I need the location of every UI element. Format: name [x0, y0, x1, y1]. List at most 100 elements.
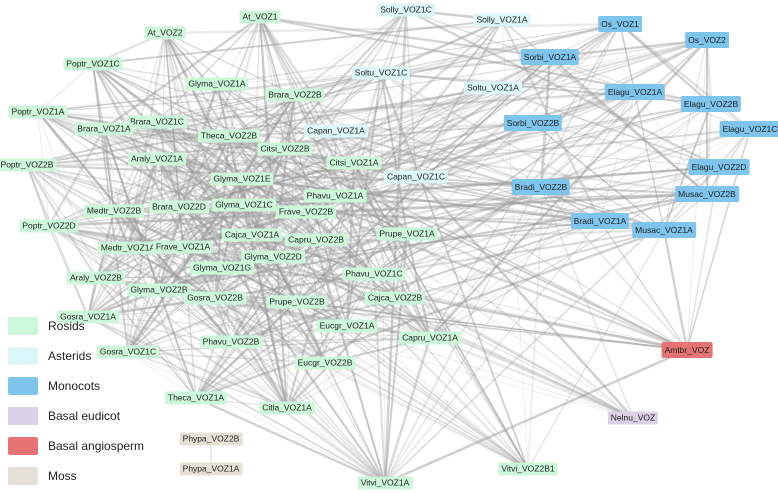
node-elagu-voz2d[interactable]: Elagu_VOZ2D — [688, 159, 750, 175]
node-citsi-voz1a[interactable]: Citsi_VOZ1A — [326, 156, 382, 170]
edge — [294, 9, 407, 96]
node-soltu-voz1a[interactable]: Soltu_VOZ1A — [464, 81, 522, 95]
node-nelnu-voz[interactable]: Nelnu_VOZ — [607, 411, 659, 425]
edge — [48, 135, 230, 227]
node-brara-voz1a[interactable]: Brara_VOZ1A — [74, 122, 134, 136]
edge — [294, 22, 621, 97]
node-medtr-voz1a[interactable]: Medtr_VOZ1A — [97, 241, 159, 255]
edge — [156, 158, 326, 364]
node-glyma-voz1g[interactable]: Glyma_VOZ1G — [189, 261, 255, 275]
edge — [103, 128, 542, 188]
edge — [353, 162, 431, 339]
edge — [127, 247, 216, 299]
node-bradi-voz1a[interactable]: Bradi_VOZ1A — [570, 213, 630, 229]
edge — [126, 158, 159, 249]
node-bradi-voz2b[interactable]: Bradi_VOZ2B — [511, 179, 571, 195]
node-glyma-voz2b[interactable]: Glyma_VOZ2B — [127, 283, 191, 297]
node-elagu-voz1c[interactable]: Elagu_VOZ1C — [719, 121, 778, 137]
node-glyma-voz2d[interactable]: Glyma_VOZ2D — [241, 250, 305, 264]
node-frave-voz2b[interactable]: Frave_VOZ2B — [275, 205, 337, 219]
node-gosra-voz1a[interactable]: Gosra_VOZ1A — [57, 310, 119, 324]
node-brara-voz2b[interactable]: Brara_VOZ2B — [265, 88, 325, 102]
node-phypa-voz1a[interactable]: Phypa_VOZ1A — [179, 462, 243, 476]
edge — [286, 337, 431, 409]
node-frave-voz1a[interactable]: Frave_VOZ1A — [152, 240, 214, 254]
node-solly-voz1a[interactable]: Solly_VOZ1A — [473, 13, 531, 27]
node-araly-voz2b[interactable]: Araly_VOZ2B — [67, 271, 125, 285]
node-araly-voz1a[interactable]: Araly_VOZ1A — [128, 152, 186, 166]
node-prupe-voz2b[interactable]: Prupe_VOZ2B — [266, 295, 328, 309]
edge — [26, 164, 298, 303]
legend-label: Basal eudicot — [48, 409, 121, 423]
edge — [286, 362, 326, 409]
node-theca-voz1a[interactable]: Theca_VOZ1A — [164, 391, 228, 405]
node-musac-voz1a[interactable]: Musac_VOZ1A — [632, 222, 696, 238]
node-citla-voz1a[interactable]: Citla_VOZ1A — [259, 401, 315, 415]
edge — [296, 301, 688, 351]
node-soltu-voz1c[interactable]: Soltu_VOZ1C — [351, 66, 411, 80]
node-medtr-voz2b[interactable]: Medtr_VOZ2B — [83, 204, 145, 218]
node-os-voz1[interactable]: Os_VOZ1 — [598, 16, 642, 32]
edge — [95, 276, 386, 485]
node-gosra-voz2b[interactable]: Gosra_VOZ2B — [184, 291, 246, 305]
node-gosra-voz1c[interactable]: Gosra_VOZ1C — [96, 345, 160, 359]
node-capru-voz2b[interactable]: Capru_VOZ2B — [285, 233, 347, 247]
edge — [286, 297, 396, 409]
edge — [37, 110, 286, 151]
edge — [415, 56, 551, 178]
node-citsi-voz2b[interactable]: Citsi_VOZ2B — [257, 142, 313, 156]
node-prupe-voz1a[interactable]: Prupe_VOZ1A — [376, 227, 438, 241]
node-amtbr-voz[interactable]: Amtbr_VOZ — [661, 342, 713, 358]
node-capan-voz1c[interactable]: Capan_VOZ1C — [383, 170, 449, 184]
node-elagu-voz2b[interactable]: Elagu_VOZ2B — [680, 96, 742, 112]
node-elagu-voz1a[interactable]: Elagu_VOZ1A — [604, 84, 666, 100]
node-phavu-voz1a[interactable]: Phavu_VOZ1A — [303, 189, 367, 203]
edge — [379, 72, 409, 235]
edge — [380, 72, 417, 178]
edge — [92, 19, 503, 65]
node-brara-voz2d[interactable]: Brara_VOZ2D — [149, 200, 209, 214]
node-sorbi-voz1a[interactable]: Sorbi_VOZ1A — [520, 49, 580, 65]
node-eucgr-voz2b[interactable]: Eucgr_VOZ2B — [294, 356, 356, 370]
edge — [335, 87, 494, 132]
node-poptr-voz1c[interactable]: Poptr_VOZ1C — [63, 57, 123, 71]
node-phavu-voz2b[interactable]: Phavu_VOZ2B — [199, 335, 263, 349]
node-glyma-voz1e[interactable]: Glyma_VOZ1E — [210, 172, 274, 186]
edge — [406, 128, 751, 235]
node-at-voz1[interactable]: At_VOZ1 — [239, 10, 281, 24]
node-solly-voz1c[interactable]: Solly_VOZ1C — [377, 3, 435, 17]
node-os-voz2[interactable]: Os_VOZ2 — [685, 32, 729, 48]
edge — [294, 94, 542, 188]
node-theca-voz2b[interactable]: Theca_VOZ2B — [197, 129, 261, 143]
node-glyma-voz1a[interactable]: Glyma_VOZ1A — [185, 77, 249, 91]
node-brara-voz1c[interactable]: Brara_VOZ1C — [127, 115, 187, 129]
edge — [296, 301, 326, 364]
node-vitvi-voz1a[interactable]: Vitvi_VOZ1A — [357, 476, 413, 490]
edge — [156, 16, 261, 123]
node-musac-voz2b[interactable]: Musac_VOZ2B — [675, 186, 739, 202]
node-capan-voz1a[interactable]: Capan_VOZ1A — [304, 124, 368, 138]
edge — [158, 289, 288, 409]
node-sorbi-voz2b[interactable]: Sorbi_VOZ2B — [503, 115, 563, 131]
edge — [127, 247, 326, 364]
node-vitvi-voz2b1[interactable]: Vitvi_VOZ2B1 — [498, 462, 558, 476]
node-phypa-voz2b[interactable]: Phypa_VOZ2B — [179, 432, 243, 446]
edge — [48, 178, 243, 227]
node-eucgr-voz1a[interactable]: Eucgr_VOZ1A — [316, 319, 378, 333]
edge — [47, 128, 106, 227]
node-glyma-voz1c[interactable]: Glyma_VOZ1C — [212, 198, 276, 212]
node-phavu-voz1c[interactable]: Phavu_VOZ1C — [342, 267, 406, 281]
node-capru-voz1a[interactable]: Capru_VOZ1A — [399, 331, 461, 345]
edge — [251, 234, 348, 327]
edge — [92, 63, 115, 212]
node-at-voz2[interactable]: At_VOZ2 — [144, 26, 186, 40]
edge — [164, 32, 274, 258]
node-poptr-voz1a[interactable]: Poptr_VOZ1A — [8, 105, 68, 119]
node-cajca-voz1a[interactable]: Cajca_VOZ1A — [221, 228, 283, 242]
node-poptr-voz2d[interactable]: Poptr_VOZ2D — [19, 219, 79, 233]
node-poptr-voz2b[interactable]: Poptr_VOZ2B — [0, 158, 57, 172]
edge — [26, 164, 129, 249]
node-cajca-voz2b[interactable]: Cajca_VOZ2B — [364, 291, 426, 305]
edge — [296, 301, 386, 484]
edge — [95, 158, 158, 279]
